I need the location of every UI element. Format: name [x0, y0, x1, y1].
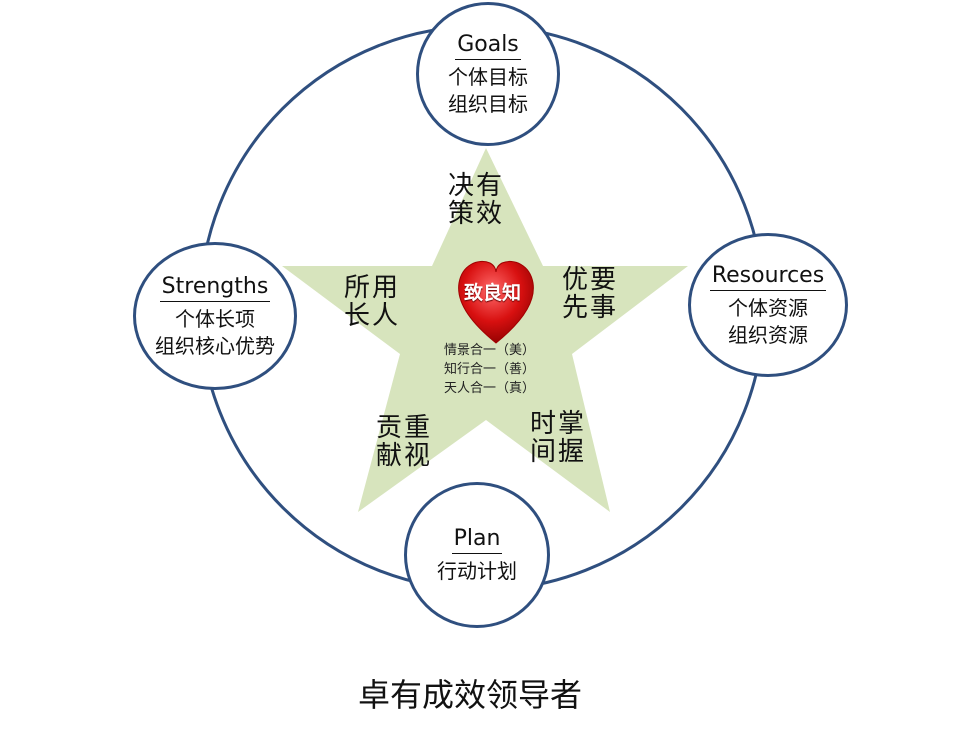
center-heart-label: 致良知: [464, 282, 522, 304]
strengths-line-2: 组织核心优势: [155, 333, 275, 358]
resources-node: Resources 个体资源 组织资源: [688, 233, 848, 377]
star-bottom-left-label: 贡重 献视: [376, 414, 432, 470]
plan-node: Plan 行动计划: [404, 482, 550, 628]
strengths-node: Strengths 个体长项 组织核心优势: [133, 242, 297, 390]
goals-line-2: 组织目标: [448, 91, 528, 116]
goals-line-1: 个体目标: [448, 64, 528, 89]
star-bottom-right-line-2: 间握: [530, 437, 587, 467]
star-top-line-1: 决有: [448, 171, 505, 201]
goals-node: Goals 个体目标 组织目标: [416, 2, 560, 146]
star-bottom-left-line-1: 贡重: [376, 413, 433, 443]
star-right-line-1: 优要: [562, 265, 619, 295]
star-bottom-right-line-1: 时掌: [530, 409, 587, 439]
strengths-title: Strengths: [159, 273, 271, 302]
resources-line-2: 组织资源: [728, 322, 808, 347]
star-bottom-left-line-2: 献视: [376, 441, 433, 471]
principle-3: 天人合一（真）: [444, 381, 536, 396]
star-top-label: 决有 策效: [448, 172, 504, 228]
goals-title: Goals: [455, 31, 521, 60]
diagram-caption: 卓有成效领导者: [358, 676, 583, 714]
star-right-label: 优要 先事: [562, 266, 618, 322]
principle-1: 情景合一（美）: [444, 343, 536, 358]
heart-icon: [458, 260, 534, 344]
star-left-line-1: 所用: [344, 273, 401, 303]
star-right-line-2: 先事: [562, 293, 619, 323]
strengths-line-1: 个体长项: [175, 306, 255, 331]
star-bottom-right-label: 时掌 间握: [530, 410, 586, 466]
star-top-line-2: 策效: [448, 199, 505, 229]
star-left-line-2: 长人: [344, 301, 401, 331]
star-left-label: 所用 长人: [344, 274, 400, 330]
plan-line-1: 行动计划: [437, 559, 517, 583]
plan-title: Plan: [451, 525, 503, 554]
principle-2: 知行合一（善）: [444, 362, 536, 377]
resources-title: Resources: [709, 262, 827, 291]
resources-line-1: 个体资源: [728, 295, 808, 320]
